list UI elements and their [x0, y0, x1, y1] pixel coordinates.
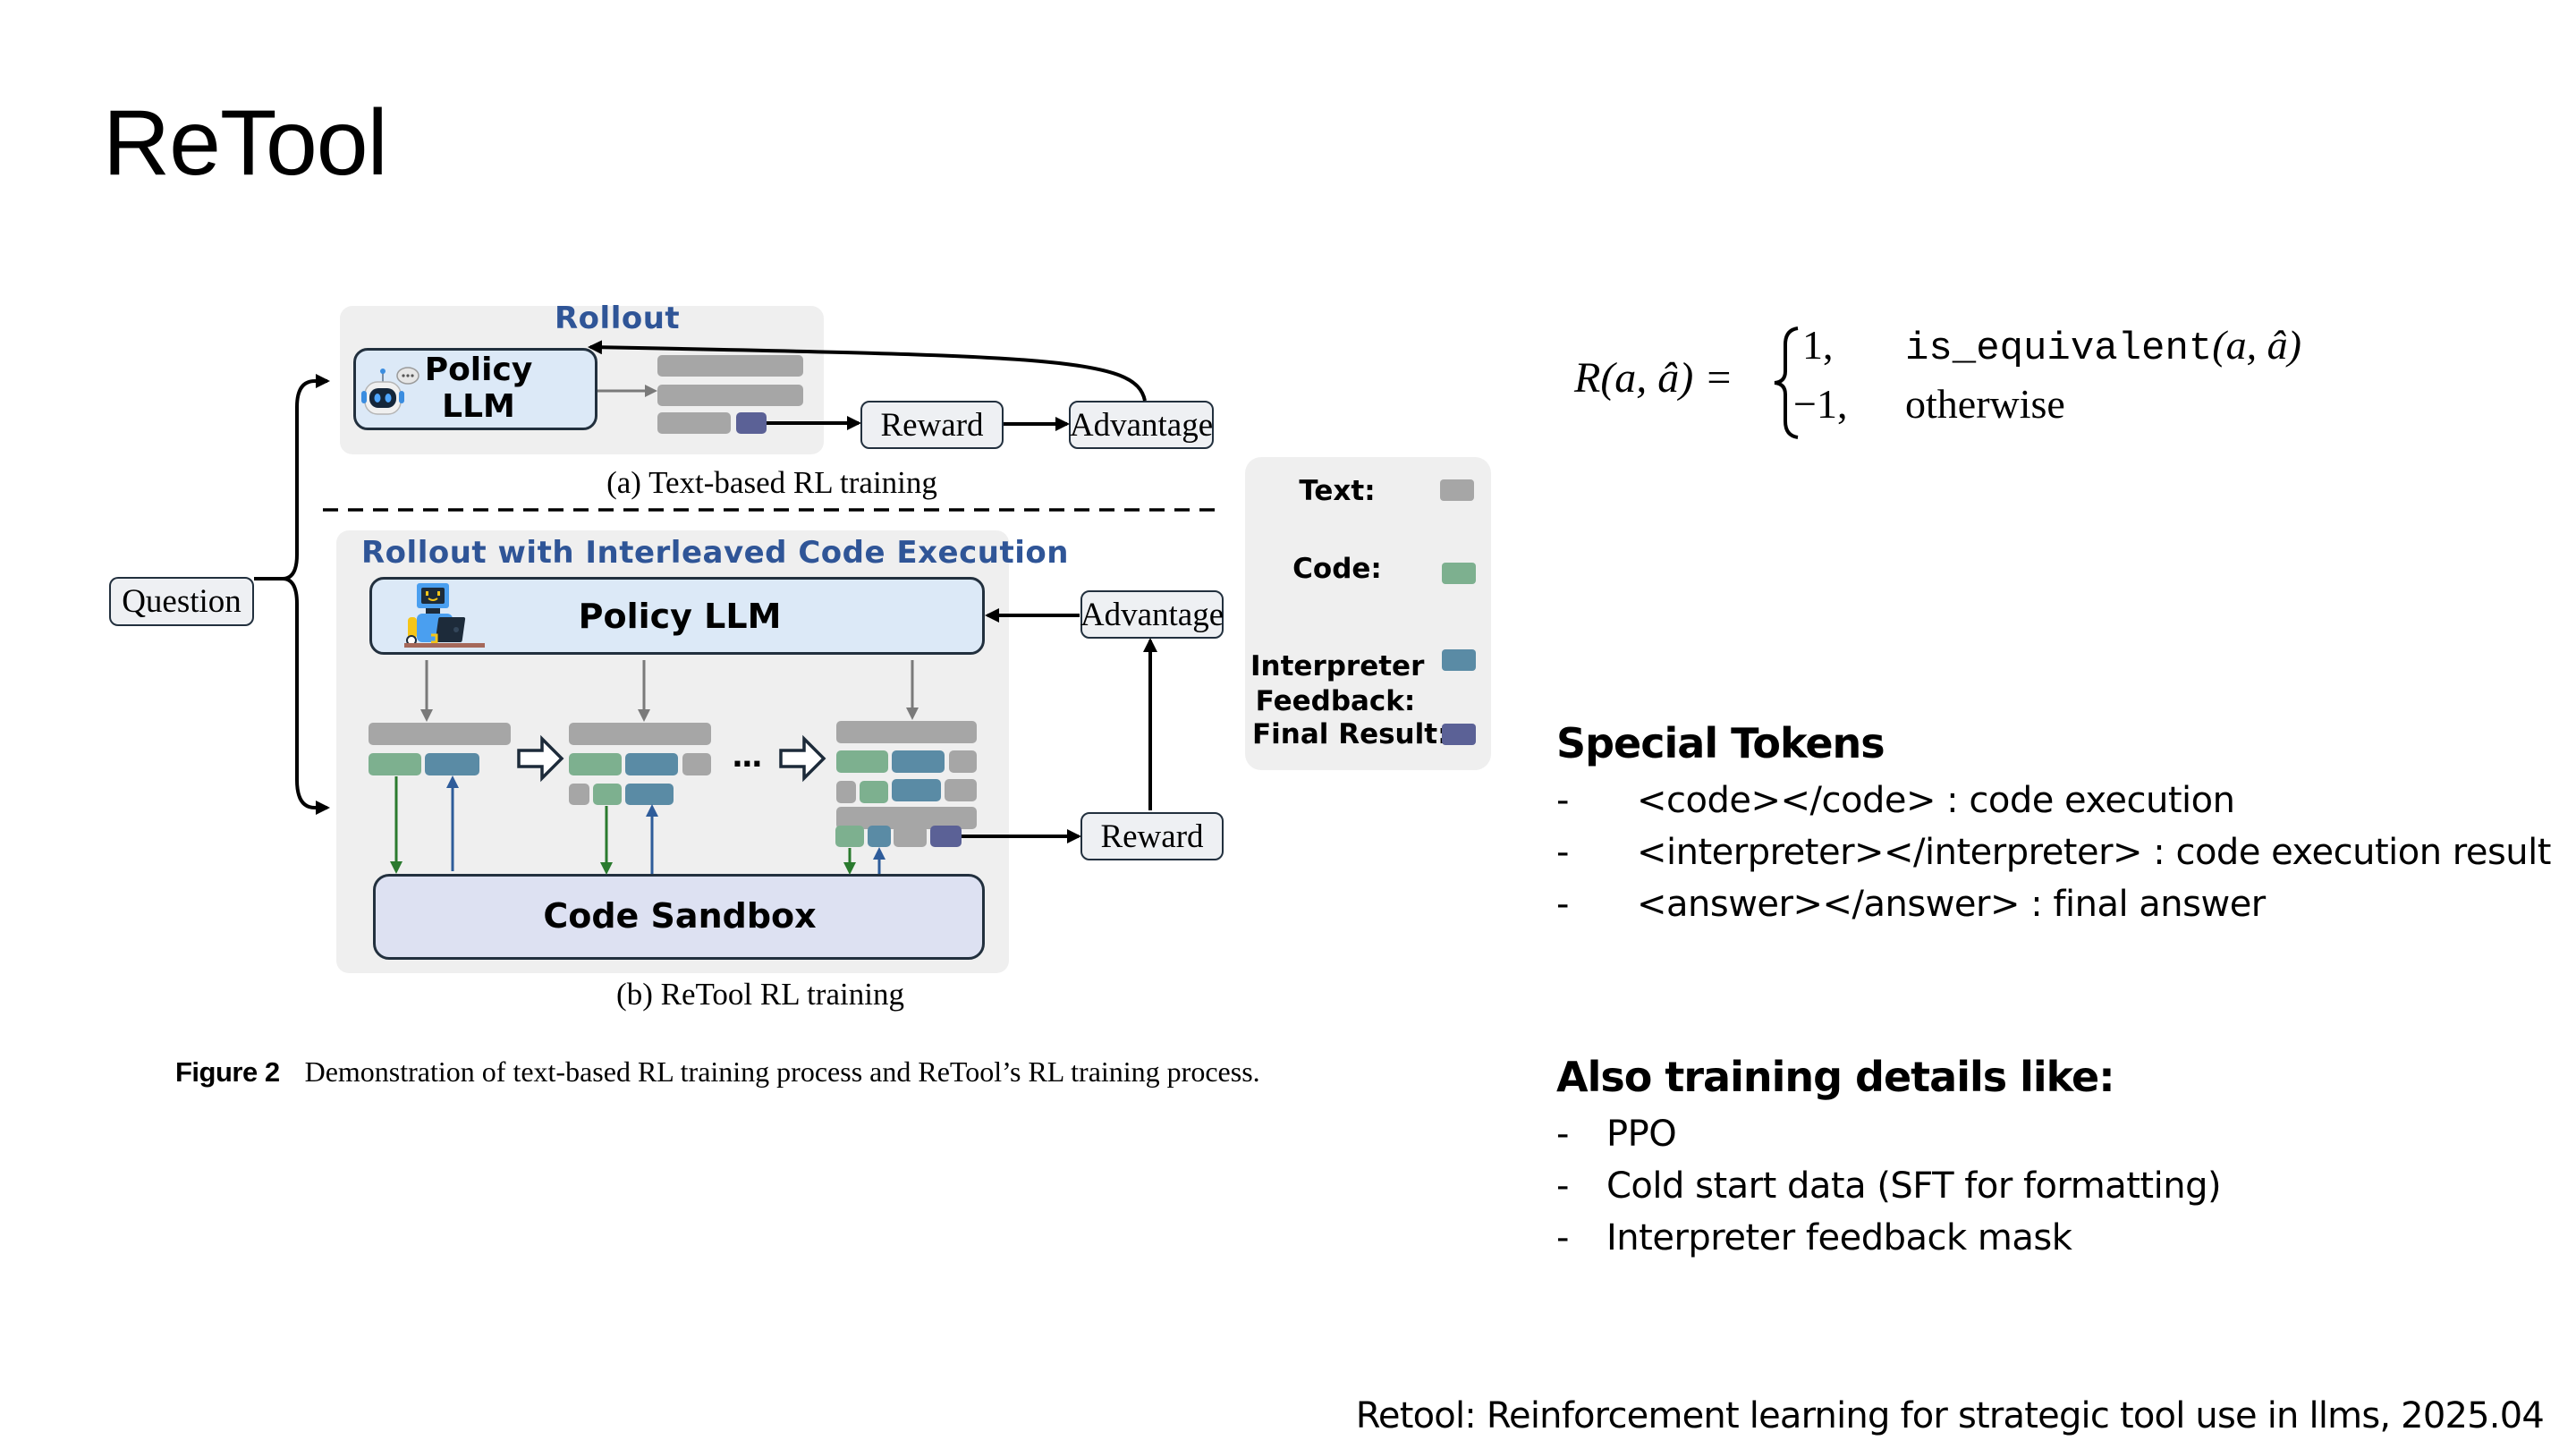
special-token-item: <interpreter></interpreter> : code execu… — [1637, 832, 2551, 873]
step1-to-step2-hollow-arrow — [517, 734, 564, 783]
step3-feedback-token — [868, 826, 891, 847]
panel-b-reward-box: Reward — [1080, 812, 1224, 860]
panel-a-text-token — [657, 385, 803, 406]
panel-b-caption: (b) ReTool RL training — [616, 977, 904, 1012]
training-details-heading: Also training details like: — [1556, 1053, 2115, 1101]
coding-robot-icon — [404, 583, 485, 648]
panel-a-title: Rollout — [555, 301, 681, 336]
ellipsis: ... — [732, 739, 763, 775]
step1-code-token — [369, 753, 421, 775]
panel-a-text-token — [657, 412, 731, 434]
panel-a-policy-llm-line1: Policy — [424, 352, 533, 388]
panel-b-title: Rollout with Interleaved Code Execution — [361, 535, 1069, 571]
panel-a-reward-box: Reward — [860, 401, 1004, 449]
step3-final-token — [930, 826, 962, 847]
formula-case1-fn: is_equivalent — [1905, 326, 2213, 371]
reward-formula: R(a, â) = 1, is_equivalent(a, â) −1, oth… — [1574, 318, 2308, 443]
step3-text-token — [836, 721, 977, 743]
bullet-dash: - — [1556, 1114, 1570, 1155]
figure-caption: Figure 2 Demonstration of text-based RL t… — [175, 1055, 1260, 1089]
legend-swatch-code — [1442, 563, 1476, 584]
step3-text-token — [836, 781, 856, 803]
panel-a-advantage-box: Advantage — [1069, 401, 1214, 449]
step3-code-token — [836, 750, 888, 773]
formula-lhs-text: R(a, â) = — [1574, 354, 1733, 402]
step2-text-token — [682, 753, 711, 775]
formula-case2-value: −1, — [1793, 381, 1848, 427]
panel-b-policy-llm-box — [369, 577, 985, 655]
special-token-item: <code></code> : code execution — [1637, 780, 2235, 821]
panel-a-policy-llm-box — [353, 348, 597, 430]
special-tokens-heading: Special Tokens — [1556, 719, 1885, 767]
panel-a-text-token — [657, 355, 803, 377]
step3-text-token — [894, 826, 927, 847]
bullet-dash: - — [1556, 780, 1570, 821]
step3-text-token — [836, 807, 977, 829]
bullet-dash: - — [1556, 1217, 1570, 1258]
step3-text-token — [945, 779, 977, 801]
panel-a-advantage-to-llm-arrow — [588, 340, 1147, 402]
legend-box — [1245, 457, 1491, 770]
step1-text-token — [369, 723, 511, 745]
code-sandbox-box — [373, 874, 985, 960]
panel-a-policy-llm-label: Policy LLM — [420, 352, 537, 426]
step2-to-step3-hollow-arrow — [779, 734, 826, 783]
step2-feedback-token — [625, 753, 678, 775]
training-detail-item: PPO — [1606, 1114, 1677, 1155]
step3-feedback-token — [892, 779, 941, 801]
formula-case2-condition: otherwise — [1905, 381, 2065, 427]
special-token-item: <answer></answer> : final answer — [1637, 884, 2266, 925]
question-bracket-connector — [254, 374, 330, 815]
legend-label-text: Text: — [1299, 475, 1376, 507]
question-box: Question — [109, 577, 254, 626]
step2-code-token — [569, 753, 622, 775]
formula-case1-value: 1, — [1802, 322, 1834, 368]
step2-text-token — [569, 784, 589, 805]
step2-text-token — [569, 723, 711, 745]
step3-code-token — [835, 826, 864, 847]
code-sandbox-label: Code Sandbox — [543, 896, 817, 936]
step2-code-token — [593, 784, 622, 805]
chat-robot-icon — [361, 367, 419, 415]
figure-caption-label: Figure 2 — [175, 1056, 280, 1088]
panel-b-advantage-box: Advantage — [1080, 590, 1224, 639]
legend-label-code: Code: — [1292, 553, 1382, 585]
legend-label-final: Final Result: — [1252, 718, 1449, 750]
step1-feedback-token — [425, 753, 479, 775]
step2-feedback-token — [625, 784, 674, 805]
footer-reference: Retool: Reinforcement learning for strat… — [1355, 1395, 2545, 1436]
panel-a-policy-llm-line2: LLM — [442, 388, 515, 426]
step3-code-token — [860, 781, 888, 803]
legend-label-feedback: Interpreter Feedback: — [1250, 614, 1424, 718]
bullet-dash: - — [1556, 884, 1570, 925]
legend-swatch-feedback — [1442, 649, 1476, 671]
formula-brace — [1774, 326, 1799, 439]
step3-feedback-token — [892, 750, 945, 773]
formula-case1-args: (a, â) — [2212, 322, 2301, 368]
step3-text-token — [949, 750, 977, 773]
bullet-dash: - — [1556, 1165, 1570, 1207]
formula-lhs: R(a, â) = — [1574, 353, 1733, 402]
formula-case1-condition: is_equivalent(a, â) — [1905, 321, 2301, 371]
training-detail-item: Interpreter feedback mask — [1606, 1217, 2072, 1258]
figure-caption-text: Demonstration of text-based RL training … — [304, 1055, 1260, 1088]
bullet-dash: - — [1556, 832, 1570, 873]
panel-a-final-token — [736, 412, 767, 434]
panel-b-policy-llm-label: Policy LLM — [578, 597, 782, 636]
legend-swatch-text — [1440, 479, 1474, 501]
training-detail-item: Cold start data (SFT for formatting) — [1606, 1165, 2222, 1207]
legend-swatch-final — [1442, 724, 1476, 745]
slide-title: ReTool — [103, 91, 388, 195]
panel-a-caption: (a) Text-based RL training — [606, 465, 937, 500]
legend-label-feedback-text: Interpreter Feedback: — [1250, 649, 1425, 717]
